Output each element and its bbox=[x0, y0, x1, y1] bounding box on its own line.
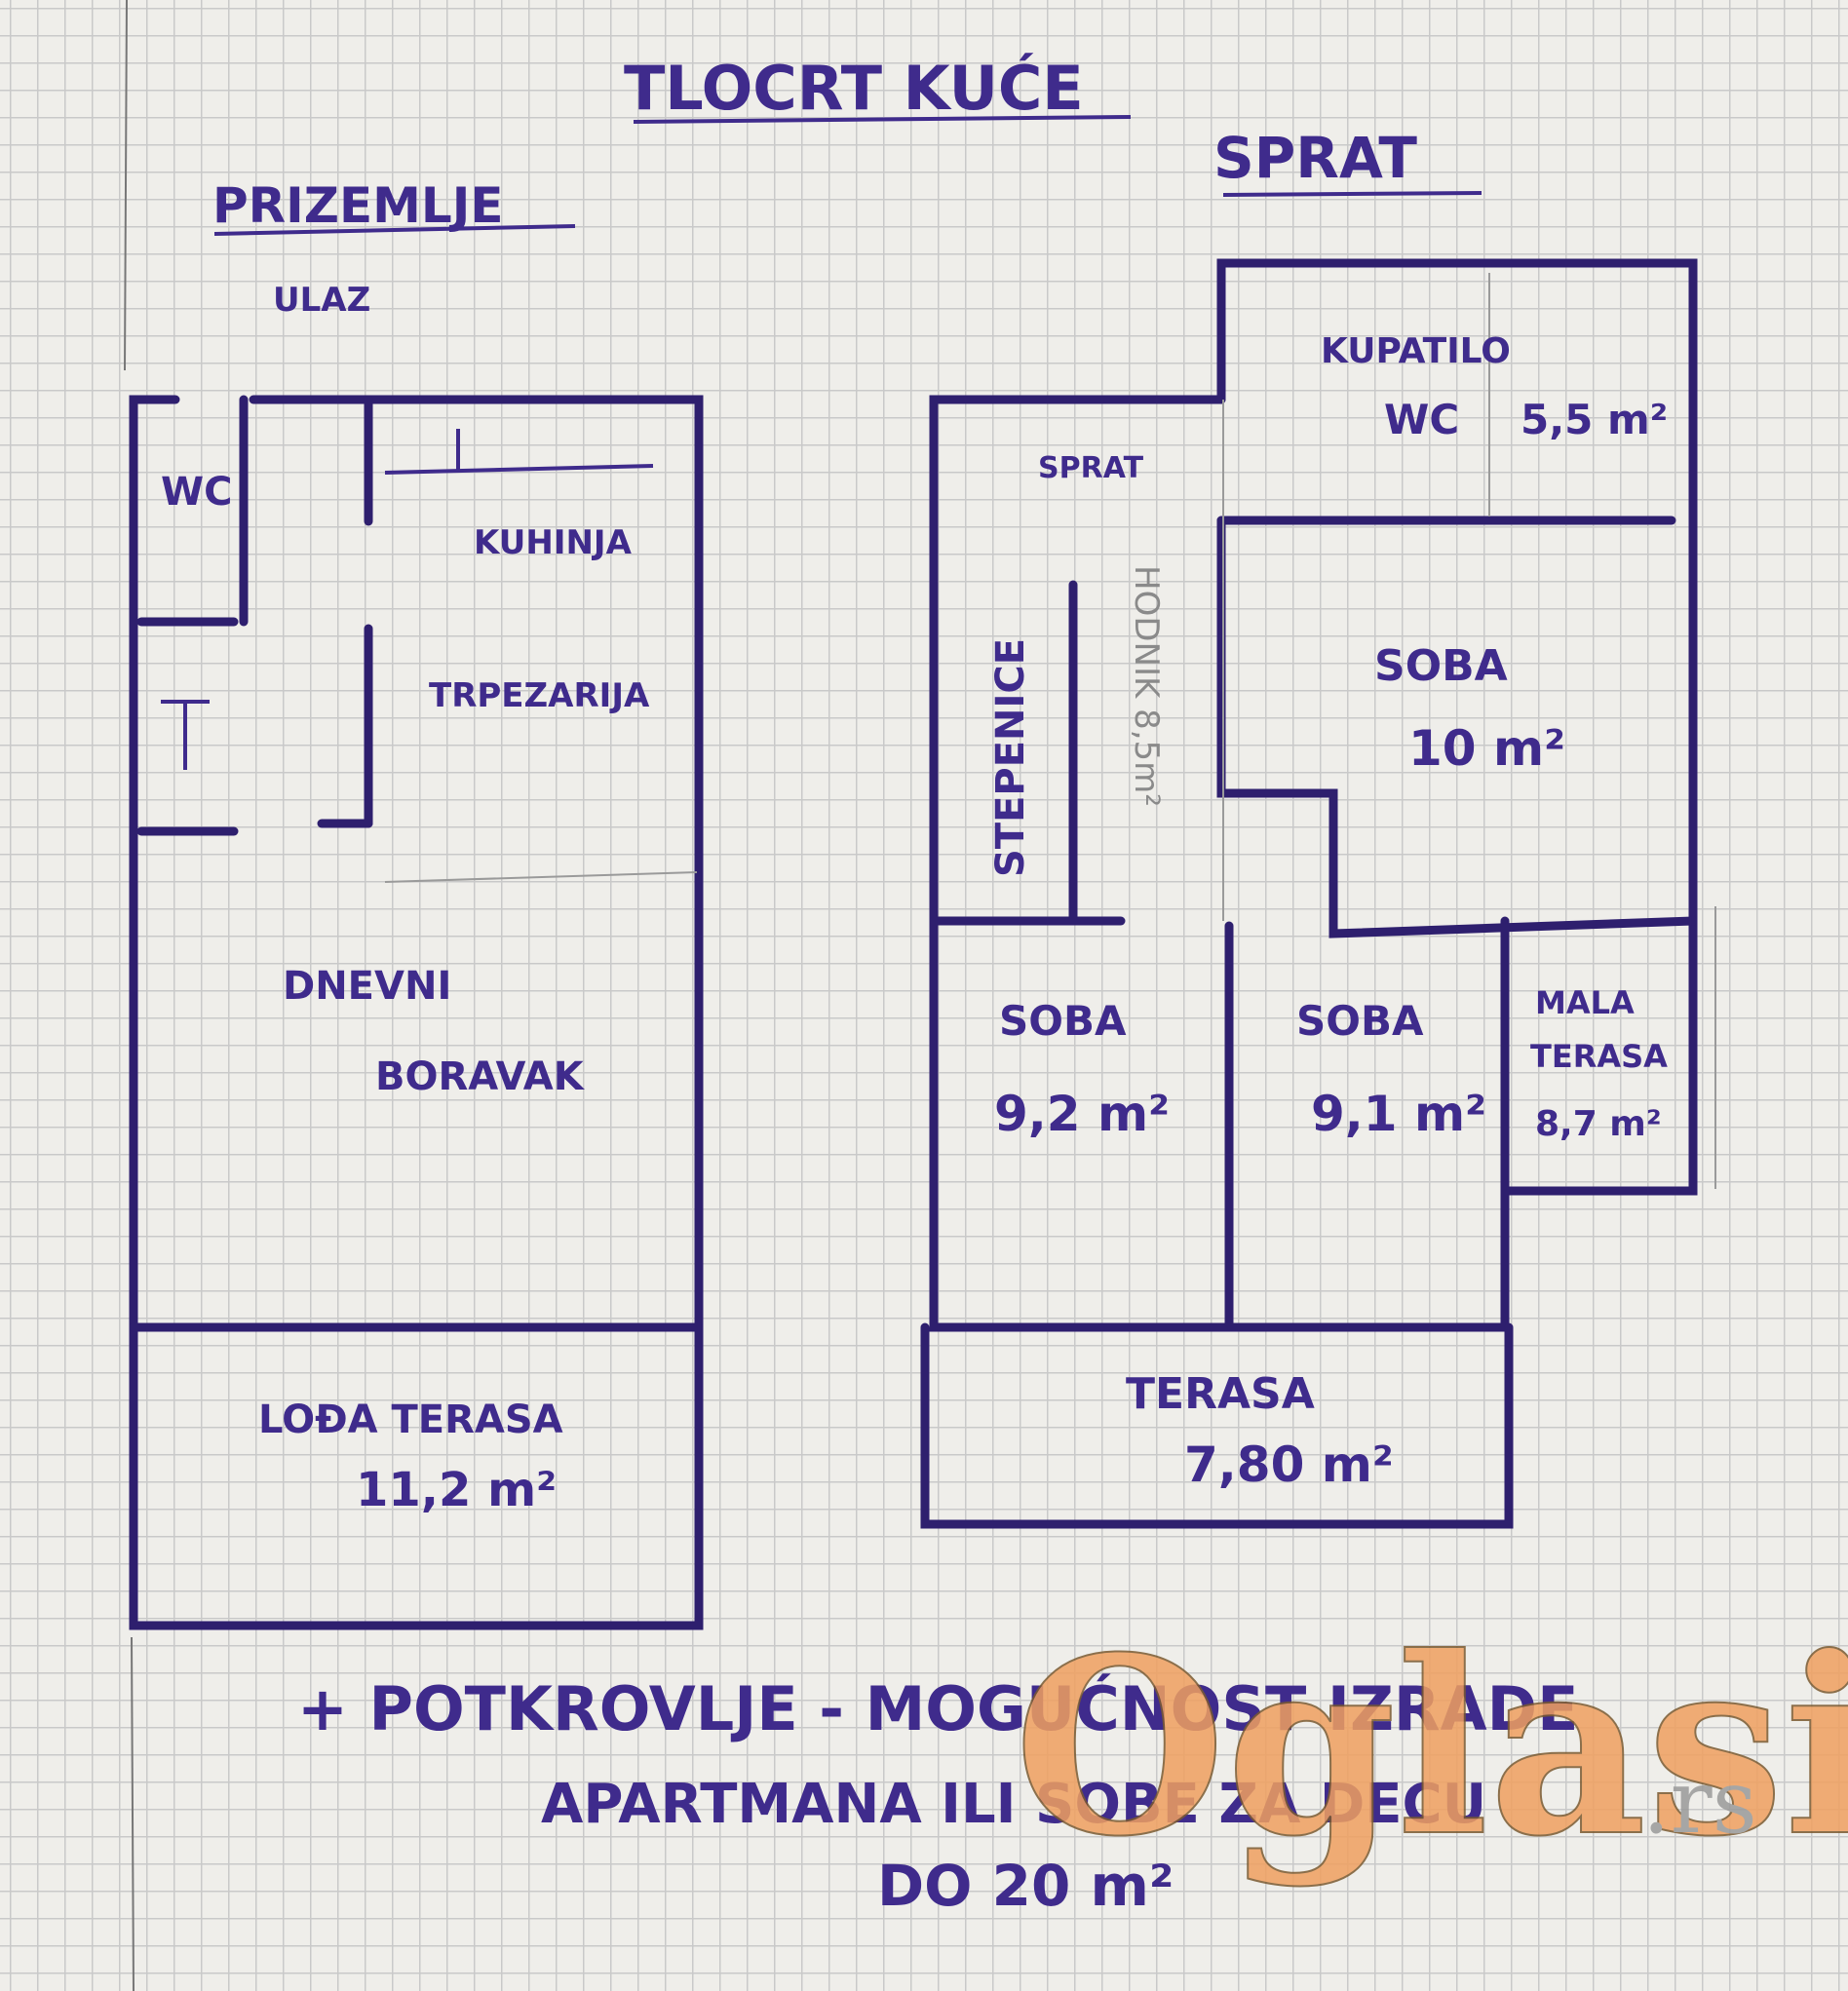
terrace-area: 11,2 m² bbox=[356, 1463, 557, 1517]
room-living-2: BORAVAK bbox=[375, 1054, 586, 1099]
margin-line bbox=[131, 1636, 135, 1991]
room-bathroom-wc: WC bbox=[1384, 396, 1459, 443]
margin-line bbox=[124, 0, 128, 371]
room-dining: TRPEZARIJA bbox=[429, 676, 650, 715]
room-hall: HODNIK 8,5m² bbox=[1127, 565, 1166, 807]
watermark-tld: .rs bbox=[1642, 1751, 1757, 1854]
small-terrace-area: 8,7 m² bbox=[1535, 1104, 1662, 1144]
upper-floor-plan: KUPATILO WC 5,5 m² SPRAT STEPENICE HODNI… bbox=[920, 258, 1716, 1529]
bathroom-area: 5,5 m² bbox=[1521, 396, 1668, 443]
attic-note: + POTKROVLJE - MOGUĆNOST IZRADE APARTMAN… bbox=[297, 1673, 1578, 1919]
room-small-terrace-2: TERASA bbox=[1530, 1038, 1668, 1075]
title-underline bbox=[633, 115, 1132, 124]
entrance-label: ULAZ bbox=[273, 281, 370, 320]
watermark-brand: Oglasi bbox=[1014, 1603, 1848, 1890]
ground-floor-label: PRIZEMLJE bbox=[212, 177, 504, 234]
room-bedroom-2: SOBA bbox=[999, 997, 1127, 1045]
upper-floor-underline bbox=[1222, 191, 1482, 197]
bedroom-1-area: 10 m² bbox=[1408, 720, 1565, 777]
room-bedroom-1: SOBA bbox=[1374, 641, 1508, 691]
upper-floor-label: SPRAT bbox=[1213, 125, 1417, 191]
ground-floor-underline bbox=[213, 224, 576, 236]
room-terrace: TERASA bbox=[1126, 1369, 1315, 1419]
watermark-logo: Oglasi .rs bbox=[1013, 1602, 1848, 1891]
room-stairs: STEPENICE bbox=[988, 638, 1033, 877]
room-small-terrace-1: MALA bbox=[1535, 984, 1635, 1021]
room-wc: WC bbox=[161, 470, 232, 515]
room-bathroom: KUPATILO bbox=[1321, 331, 1511, 371]
upper-terrace-area: 7,80 m² bbox=[1184, 1436, 1394, 1493]
ground-floor-plan: ULAZ WC KUHINJA TRPEZARIJA DNEVNI BORAVA… bbox=[129, 281, 704, 1630]
room-bedroom-3: SOBA bbox=[1296, 997, 1424, 1045]
note-line-1: + POTKROVLJE - MOGUĆNOST IZRADE bbox=[297, 1673, 1578, 1744]
note-line-3: DO 20 m² bbox=[877, 1853, 1174, 1919]
bedroom-3-area: 9,1 m² bbox=[1311, 1086, 1486, 1142]
stairs-sprat-label: SPRAT bbox=[1038, 451, 1144, 485]
room-living-1: DNEVNI bbox=[283, 964, 451, 1009]
note-line-2: APARTMANA ILI SOBE ZA DECU bbox=[541, 1773, 1486, 1836]
bedroom-2-area: 9,2 m² bbox=[994, 1086, 1170, 1142]
page-title: TLOCRT KUĆE bbox=[624, 53, 1084, 124]
room-kitchen: KUHINJA bbox=[474, 523, 633, 562]
room-terrace: LOĐA TERASA bbox=[258, 1398, 563, 1442]
